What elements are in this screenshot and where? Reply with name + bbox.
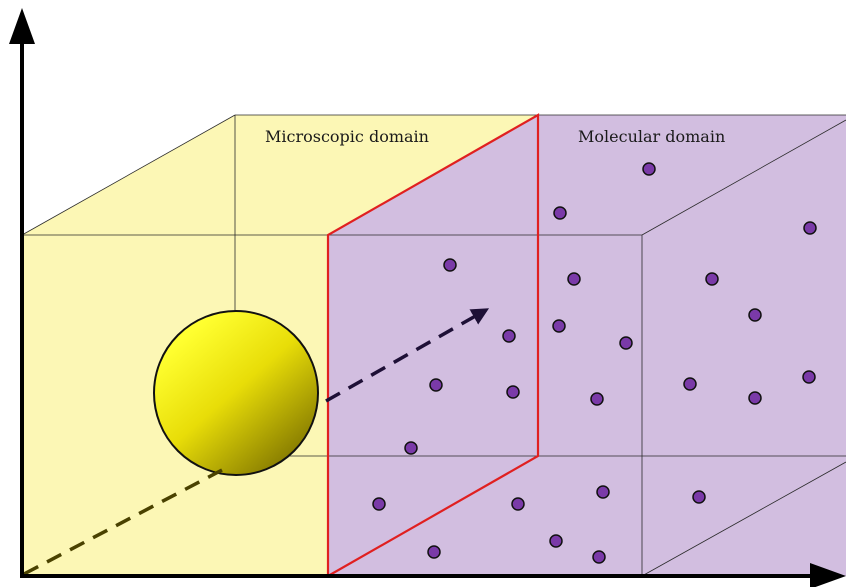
molecule xyxy=(705,272,719,286)
molecule xyxy=(552,319,566,333)
molecule xyxy=(592,550,606,564)
trajectory-dashed-line xyxy=(23,468,223,576)
microscopic-top-face xyxy=(22,115,538,235)
molecule xyxy=(596,485,610,499)
wireframe-lines xyxy=(21,114,846,577)
molecule xyxy=(748,391,762,405)
molecular-domain-label: Molecular domain xyxy=(578,127,725,146)
microscopic-domain-label: Microscopic domain xyxy=(265,127,429,146)
molecule xyxy=(404,441,418,455)
molecule xyxy=(567,272,581,286)
molecule xyxy=(553,206,567,220)
molecule xyxy=(802,370,816,384)
molecule xyxy=(511,497,525,511)
molecule xyxy=(506,385,520,399)
molecular-front-face xyxy=(328,235,846,576)
molecule xyxy=(427,545,441,559)
molecule xyxy=(372,497,386,511)
molecular-top-face xyxy=(328,115,846,235)
axes xyxy=(9,8,846,587)
molecule xyxy=(502,329,516,343)
x-axis-arrowhead-icon xyxy=(810,563,846,587)
molecule xyxy=(429,378,443,392)
molecules xyxy=(372,162,817,564)
molecule xyxy=(642,162,656,176)
trajectory-arrow xyxy=(325,308,490,403)
molecule xyxy=(692,490,706,504)
molecule xyxy=(748,308,762,322)
molecule xyxy=(619,336,633,350)
y-axis-arrowhead-icon xyxy=(9,8,35,44)
molecule xyxy=(590,392,604,406)
microscopic-particle xyxy=(153,310,319,476)
molecule xyxy=(549,534,563,548)
molecule xyxy=(443,258,457,272)
molecule xyxy=(683,377,697,391)
interface-boundary xyxy=(326,113,540,577)
molecule xyxy=(803,221,817,235)
